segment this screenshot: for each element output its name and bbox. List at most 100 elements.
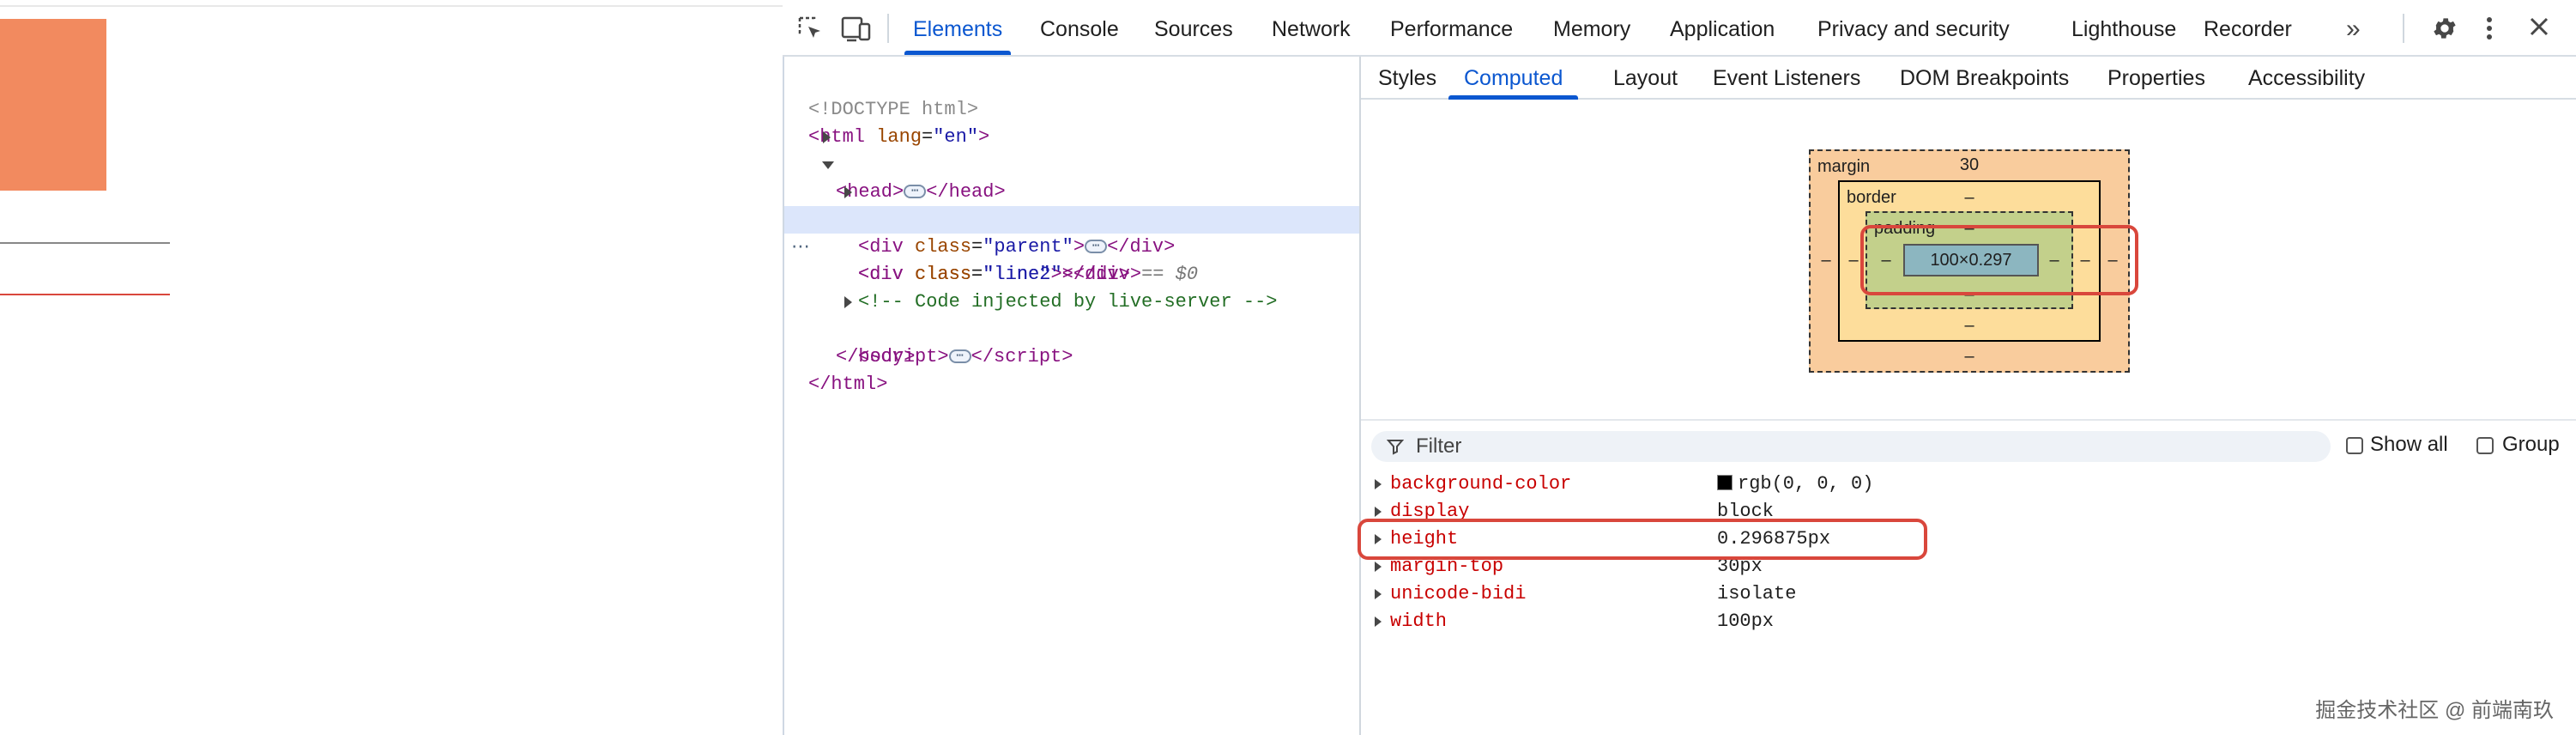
dom-class-line: "line"	[983, 264, 1051, 285]
expand-triangle-icon[interactable]	[1375, 479, 1382, 489]
dom-comment: <!-- Code injected by live-server -->	[858, 291, 1278, 313]
padding-top-value[interactable]: –	[1964, 219, 1974, 238]
annotation-highlight-height	[1358, 519, 1927, 560]
property-name: unicode-bidi	[1390, 583, 1527, 604]
tab-styles[interactable]: Styles	[1378, 66, 1437, 90]
collapse-triangle-icon[interactable]	[822, 161, 834, 169]
tab-privacy-and-security[interactable]: Privacy and security	[1817, 17, 2010, 41]
dom-lang-attr: lang	[876, 126, 922, 148]
show-all-checkbox[interactable]	[2346, 437, 2363, 454]
filter-input[interactable]: Filter	[1416, 434, 1462, 458]
parent-square	[0, 19, 106, 191]
tab-layout[interactable]: Layout	[1613, 66, 1678, 90]
tab-accessibility[interactable]: Accessibility	[2248, 66, 2366, 90]
border-right-value[interactable]: –	[2080, 251, 2090, 270]
sidebar-tabs: Styles Computed Layout Event Listeners D…	[1361, 57, 2576, 100]
line2-element	[0, 294, 170, 295]
padding-right-value[interactable]: –	[2049, 251, 2059, 270]
line-element	[0, 242, 170, 244]
margin-right-value[interactable]: –	[2107, 251, 2118, 270]
dom-script-tag: script	[869, 346, 938, 368]
dom-head-row[interactable]: <head>⋯</head>	[784, 124, 1359, 203]
dom-body-close-row[interactable]: </body>	[836, 346, 916, 368]
tab-performance[interactable]: Performance	[1390, 17, 1514, 41]
kebab-menu-icon[interactable]	[2480, 15, 2499, 44]
expand-triangle-icon[interactable]	[1375, 507, 1382, 517]
margin-left-value[interactable]: –	[1821, 251, 1831, 270]
filter-bar[interactable]: Filter	[1371, 431, 2331, 462]
property-value: block	[1717, 501, 1775, 522]
computed-property-row[interactable]: display block	[1371, 498, 2555, 525]
tab-properties[interactable]: Properties	[2107, 66, 2205, 90]
margin-label: margin	[1817, 157, 1871, 176]
gear-icon[interactable]	[2430, 15, 2459, 44]
border-left-value[interactable]: –	[1848, 251, 1859, 270]
tab-application[interactable]: Application	[1670, 17, 1775, 41]
expand-triangle-icon[interactable]	[823, 131, 831, 143]
selected-marker: == $0	[1141, 264, 1199, 285]
color-swatch-icon[interactable]	[1717, 475, 1732, 490]
dom-div-line2-row[interactable]: <div class="line2"></div>	[858, 264, 1142, 285]
property-name: height	[1390, 528, 1459, 550]
expand-triangle-icon[interactable]	[1375, 562, 1382, 572]
ellipsis-icon[interactable]: ⋯	[904, 185, 927, 199]
expand-triangle-icon[interactable]	[1375, 589, 1382, 599]
dom-html-close-row[interactable]: </html>	[808, 374, 888, 395]
content-size-value[interactable]: 100×0.297	[1930, 251, 2012, 270]
dom-script-row[interactable]: <script>⋯</script>	[784, 289, 1359, 368]
property-name: display	[1390, 501, 1470, 522]
group-checkbox[interactable]	[2476, 437, 2494, 454]
property-value: 0.296875px	[1717, 528, 1831, 550]
border-label: border	[1847, 188, 1896, 207]
dom-body-row[interactable]: <body>	[784, 151, 1359, 230]
tab-elements[interactable]: Elements	[904, 0, 1012, 55]
group-label: Group	[2502, 433, 2560, 456]
page-preview	[0, 0, 783, 735]
border-top-value[interactable]: –	[1964, 188, 1974, 207]
tab-console[interactable]: Console	[1040, 17, 1119, 41]
expand-triangle-icon[interactable]	[844, 186, 852, 198]
box-model-content[interactable]	[1903, 244, 2039, 276]
more-tabs-icon[interactable]: »	[2346, 15, 2361, 43]
expand-triangle-icon[interactable]	[1375, 617, 1382, 627]
dom-div-line-row-selected[interactable]: ⋯ <div class="line"></div> == $0	[784, 206, 1359, 285]
dom-class-parent: "parent"	[983, 236, 1073, 258]
dom-div-parent-row[interactable]: <div class="parent">⋯</div>	[784, 179, 1359, 258]
tab-computed[interactable]: Computed	[1448, 57, 1579, 100]
tab-network[interactable]: Network	[1272, 17, 1351, 41]
expand-triangle-icon[interactable]	[1375, 534, 1382, 544]
tab-dom-breakpoints[interactable]: DOM Breakpoints	[1900, 66, 2070, 90]
property-name: background-color	[1390, 473, 1572, 495]
computed-property-row[interactable]: width 100px	[1371, 608, 2555, 635]
gutter-dots-icon[interactable]: ⋯	[791, 236, 810, 258]
property-value: isolate	[1717, 583, 1797, 604]
tab-lighthouse[interactable]: Lighthouse	[2071, 17, 2177, 41]
dom-html-row[interactable]: <html lang="en">	[808, 126, 990, 148]
border-bottom-value[interactable]: –	[1964, 316, 1974, 335]
dom-tree: <!DOCTYPE html> <html lang="en"> <head>⋯…	[784, 57, 1359, 735]
close-icon[interactable]	[2525, 15, 2554, 44]
inspect-icon[interactable]	[796, 15, 825, 45]
margin-top-value[interactable]: 30	[1959, 155, 1980, 174]
dom-doctype-row[interactable]: <!DOCTYPE html>	[784, 69, 1359, 120]
device-toggle-icon[interactable]	[841, 15, 872, 45]
panel-splitter[interactable]	[1359, 57, 1361, 735]
ellipsis-icon[interactable]: ⋯	[1085, 240, 1108, 254]
filter-icon	[1386, 438, 1405, 459]
padding-left-value[interactable]: –	[1881, 251, 1891, 270]
tab-sources[interactable]: Sources	[1154, 17, 1233, 41]
dom-lang-value: "en"	[933, 126, 979, 148]
preview-top-border	[0, 5, 783, 7]
expand-triangle-icon[interactable]	[844, 296, 852, 308]
ellipsis-icon[interactable]: ⋯	[948, 349, 971, 364]
dom-comment-row[interactable]: <!-- Code injected by live-server -->	[784, 261, 1359, 313]
margin-bottom-value[interactable]: –	[1964, 347, 1974, 366]
tab-event-listeners[interactable]: Event Listeners	[1713, 66, 1861, 90]
computed-property-row[interactable]: unicode-bidi isolate	[1371, 580, 2555, 608]
computed-property-row[interactable]: background-color rgb(0, 0, 0)	[1371, 471, 2555, 498]
watermark: 掘金技术社区 @ 前端南玖	[2315, 699, 2554, 722]
tab-recorder[interactable]: Recorder	[2204, 17, 2292, 41]
computed-property-row[interactable]: height 0.296875px	[1371, 525, 2555, 553]
dom-doctype: <!DOCTYPE html>	[808, 99, 979, 120]
tab-memory[interactable]: Memory	[1553, 17, 1631, 41]
